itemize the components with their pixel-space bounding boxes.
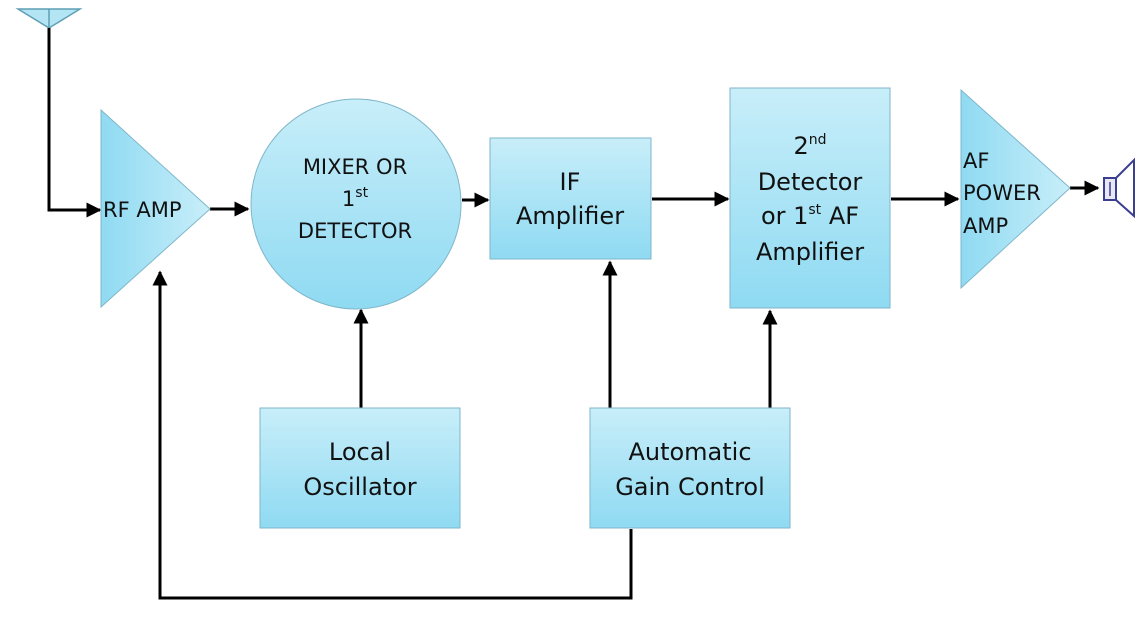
antenna-icon: [15, 8, 83, 29]
detector-label-line2: Detector: [758, 168, 863, 196]
af-amp-label-line1: AF: [963, 149, 989, 173]
rf-amp-label: RF AMP: [103, 198, 182, 222]
mixer-label-line3: DETECTOR: [298, 219, 412, 243]
agc-label-line2: Gain Control: [615, 473, 765, 501]
if-amp-label-line2: Amplifier: [516, 202, 624, 230]
oscillator-label-line2: Oscillator: [303, 473, 416, 501]
detector-label-line4: Amplifier: [756, 238, 864, 266]
af-amp-label-line3: AMP: [963, 214, 1008, 238]
antenna-to-rf-amp-wire: [47, 28, 102, 218]
oscillator-label-line1: Local: [329, 438, 391, 466]
local-oscillator-block: Local Oscillator: [259, 407, 461, 529]
af-amp-label-line2: POWER: [963, 181, 1041, 205]
if-amplifier-block: IF Amplifier: [489, 137, 652, 260]
agc-feedback-to-rf-amp-wire: [152, 270, 633, 600]
second-detector-block: 2nd Detector or 1st AF Amplifier: [729, 87, 891, 309]
agc-label-line1: Automatic: [628, 438, 751, 466]
mixer-block: MIXER OR 1st DETECTOR: [250, 98, 462, 310]
detector-label-line3: or 1st AF: [761, 202, 859, 230]
speaker-icon: [1103, 157, 1135, 219]
rf-amp-block: RF AMP: [100, 108, 211, 309]
mixer-label-line1: MIXER OR: [303, 155, 407, 179]
detector-label-line1: 2nd: [793, 132, 826, 160]
if-amp-label-line1: IF: [560, 168, 581, 196]
agc-block: Automatic Gain Control: [589, 407, 791, 529]
af-power-amp-block: AF POWER AMP: [960, 88, 1071, 290]
signal-wires: [47, 28, 1100, 600]
mixer-label-line2: 1st: [342, 185, 369, 211]
